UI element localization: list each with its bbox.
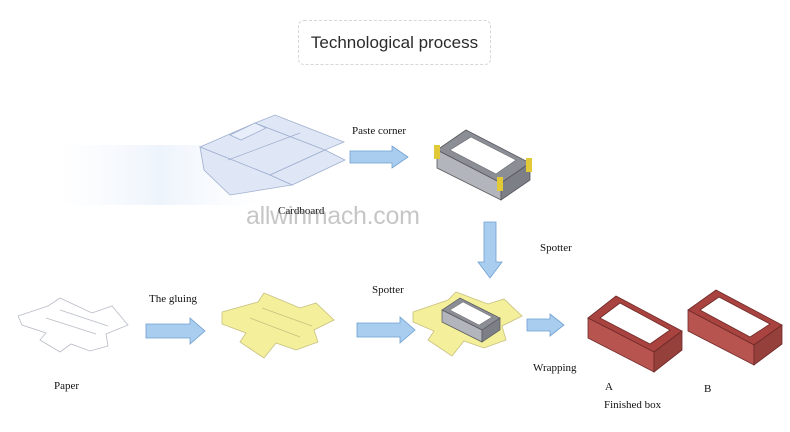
page-title: Technological process <box>298 20 491 65</box>
label-box-b: B <box>704 383 712 395</box>
finished-box-b <box>687 289 783 366</box>
label-paste-corner: Paste corner <box>352 125 407 137</box>
label-paper: Paper <box>54 380 80 392</box>
arrow-paste-corner <box>349 145 409 169</box>
arrow-wrapping <box>526 313 565 337</box>
label-spotter-top: Spotter <box>540 242 572 254</box>
cornered-box-top <box>434 129 532 201</box>
label-the-gluing: The gluing <box>149 293 197 305</box>
label-cardboard: Cardboard <box>278 205 325 217</box>
finished-box-a <box>587 295 683 373</box>
label-wrapping: Wrapping <box>533 362 577 374</box>
spotter-assembly <box>412 291 523 357</box>
paper-blank <box>17 297 129 353</box>
glued-blank <box>221 292 335 359</box>
label-spotter-bottom: Spotter <box>372 284 404 296</box>
watermark: allwinmach.com <box>246 202 420 230</box>
arrow-the-gluing <box>145 317 206 345</box>
arrow-to-spotter <box>356 316 416 344</box>
label-finished-box: Finished box <box>604 399 662 411</box>
arrow-spotter-down <box>477 221 503 279</box>
label-box-a: A <box>605 381 613 393</box>
cardboard-blank <box>198 114 346 196</box>
